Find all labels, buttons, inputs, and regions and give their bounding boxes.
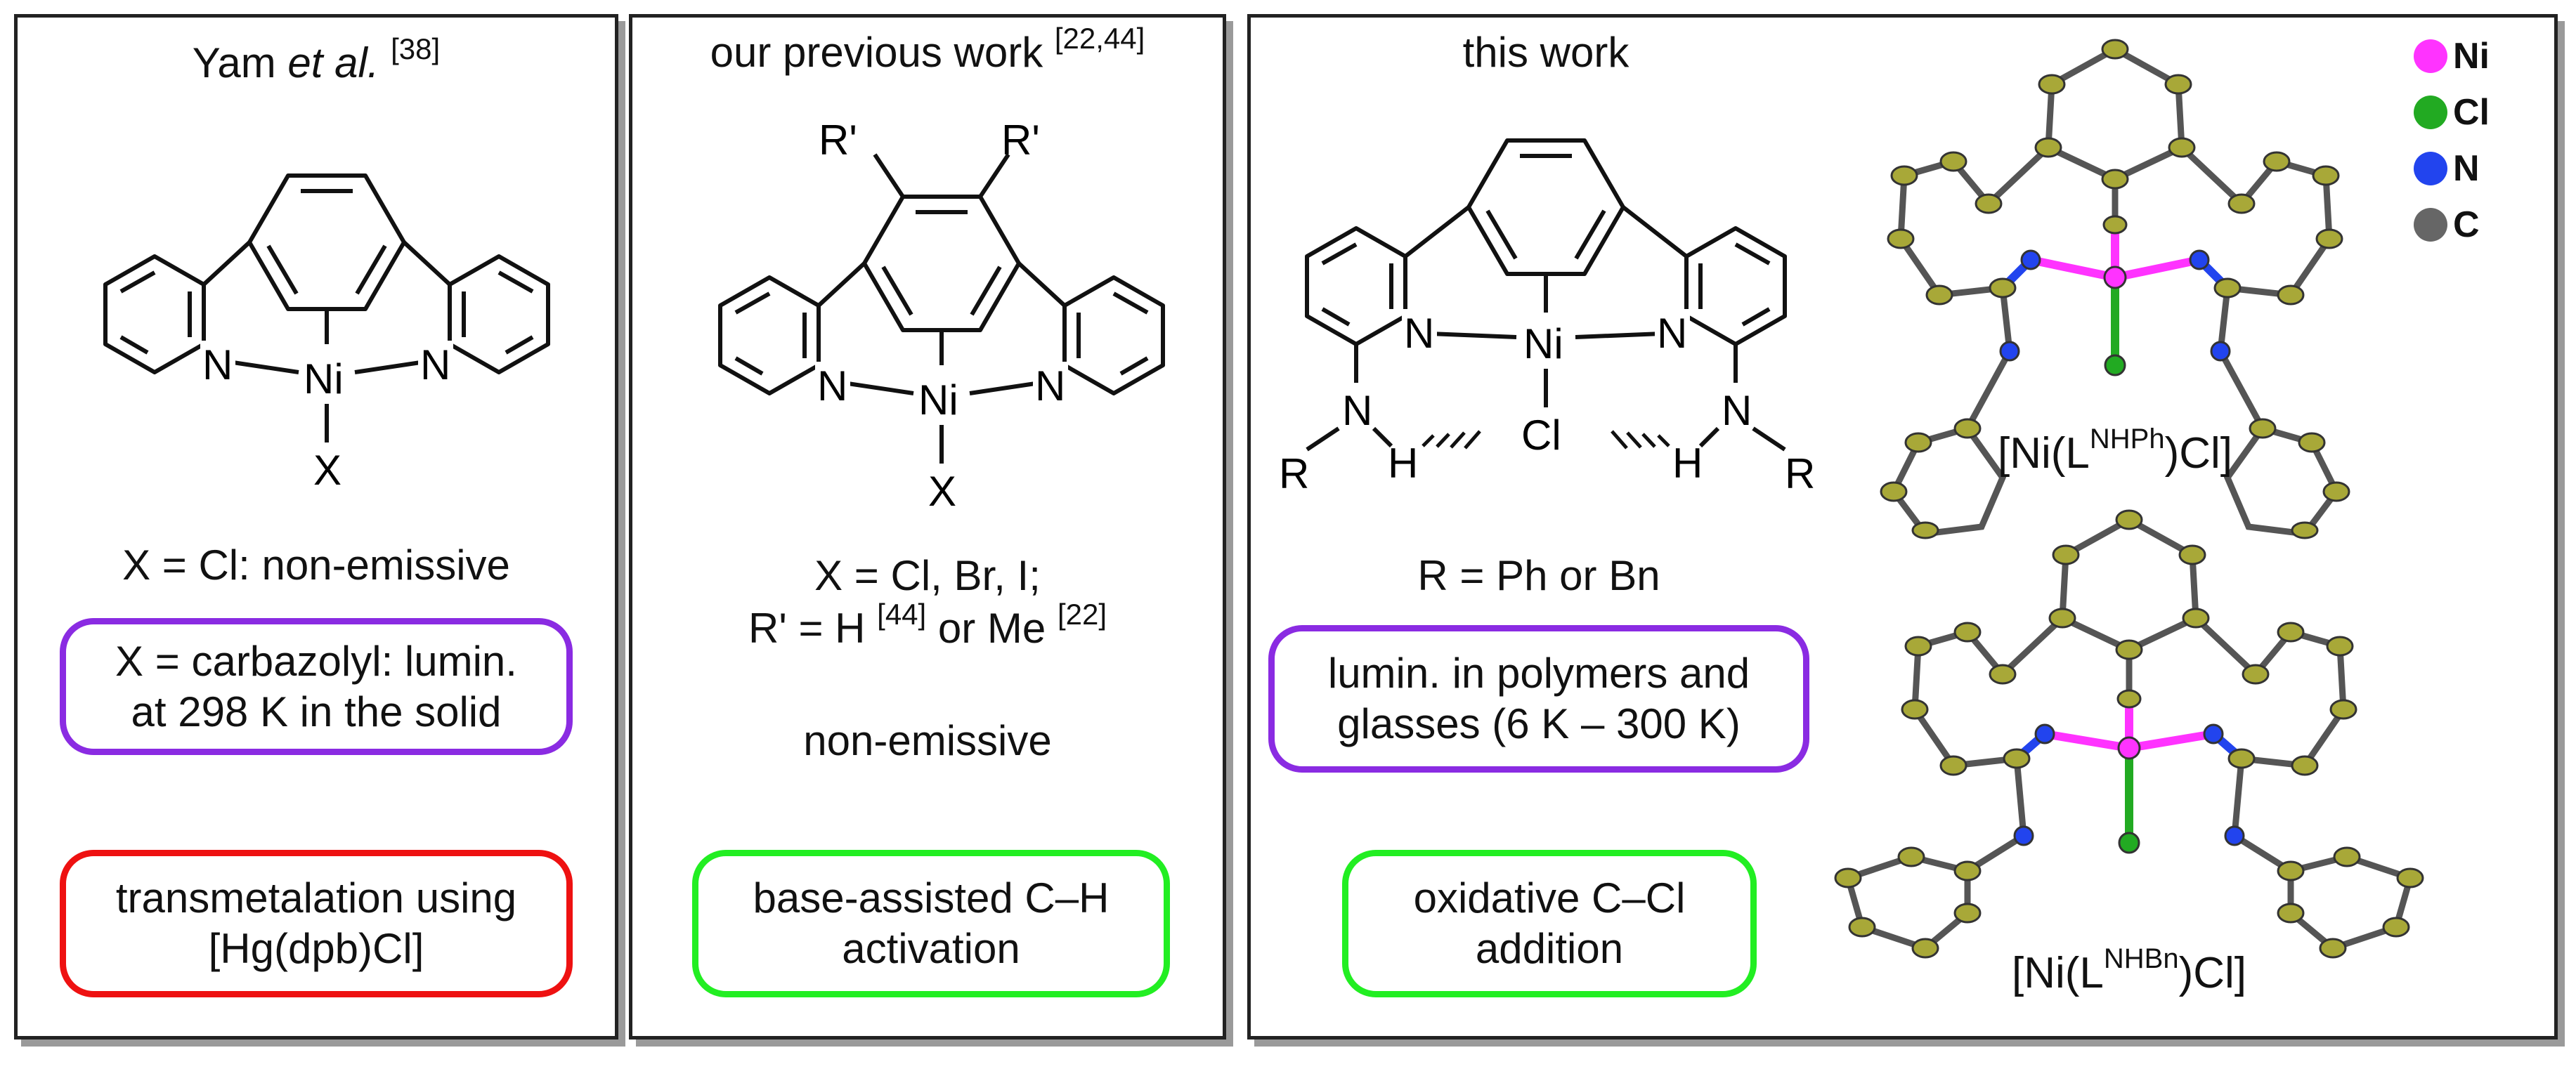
panel-previous-work <box>629 14 1226 1040</box>
atom-n-amine-left: N <box>1342 387 1372 434</box>
atom-r-left: R <box>1279 450 1309 497</box>
pill-line: [Hg(dpb)Cl] <box>208 925 424 972</box>
atom-ni: Ni <box>918 376 958 424</box>
crystal-label-nhph: [Ni(LNHPh)Cl] <box>1997 424 2233 478</box>
atom-r-right: R <box>1785 450 1815 497</box>
yam-luminescence-pill: X = carbazolyl: lumin.at 298 K in the so… <box>60 618 573 755</box>
panel-previous-caption-2: R' = H [44] or Me [22] <box>748 598 1107 652</box>
pill-line: glasses (6 K – 300 K) <box>1337 700 1741 747</box>
panel-this-work-title: this work <box>1462 29 1629 76</box>
atom-n-right: N <box>1035 362 1065 409</box>
pill-line: transmetalation using <box>115 874 517 922</box>
pill-line: base-assisted C–H <box>753 874 1110 922</box>
atom-r-prime-right: R' <box>1001 117 1040 164</box>
legend-label: Ni <box>2453 36 2490 77</box>
atom-n-right: N <box>1657 310 1687 357</box>
legend-label: Cl <box>2453 92 2490 133</box>
legend-item-cl: Cl <box>2414 91 2490 133</box>
panel-yam-caption: X = Cl: non-emissive <box>122 542 510 589</box>
panel-previous-note: non-emissive <box>803 717 1052 764</box>
atom-r-prime-left: R' <box>819 117 857 164</box>
legend-ball-ni <box>2414 39 2447 73</box>
atom-n-amine-right: N <box>1722 387 1752 434</box>
panel-previous-caption-1: X = Cl, Br, I; <box>814 552 1041 599</box>
atom-color-legend: Ni Cl N C <box>2414 35 2540 274</box>
legend-ball-n <box>2414 152 2447 185</box>
panel-previous-title: our previous work [22,44] <box>710 22 1145 77</box>
pill-line: lumin. in polymers and <box>1327 650 1750 697</box>
pill-line: activation <box>842 925 1020 972</box>
atom-n-left: N <box>1404 310 1434 357</box>
panel-yam-title: Yam et al. [38] <box>192 32 441 87</box>
panel-yam <box>14 14 618 1040</box>
panel-this-work-caption: R = Ph or Bn <box>1417 552 1660 599</box>
atom-cl: Cl <box>1521 412 1561 459</box>
crystal-structure-nhph <box>1880 39 2350 539</box>
previous-ni-complex-structure: R' R' N N Ni X <box>718 117 1165 515</box>
legend-item-n: N <box>2414 147 2480 190</box>
legend-label: N <box>2453 148 2480 189</box>
crystal-label-nhbn: [Ni(LNHBn)Cl] <box>2011 943 2247 997</box>
atom-x: X <box>928 468 956 515</box>
yam-method-pill: transmetalation using[Hg(dpb)Cl] <box>60 850 573 997</box>
legend-item-ni: Ni <box>2414 35 2490 77</box>
yam-ni-complex-structure: N N Ni X <box>103 173 550 494</box>
crystal-structure-nhbn <box>1834 509 2424 959</box>
atom-ni: Ni <box>1523 320 1563 367</box>
atom-ni: Ni <box>304 355 344 402</box>
legend-ball-c <box>2414 208 2447 242</box>
atom-n-left: N <box>202 341 233 388</box>
legend-item-c: C <box>2414 204 2480 246</box>
legend-label: C <box>2453 204 2480 245</box>
atom-h-left: H <box>1388 440 1418 487</box>
atom-x: X <box>313 447 341 494</box>
pill-line: at 298 K in the solid <box>131 688 502 735</box>
pill-line: X = carbazolyl: lumin. <box>115 637 517 685</box>
atom-n-left: N <box>817 362 847 409</box>
pill-line: oxidative C–Cl <box>1413 874 1686 922</box>
legend-ball-cl <box>2414 96 2447 129</box>
this-work-ni-complex-structure: N N Ni Cl N N H H R R <box>1279 138 1815 497</box>
atom-h-right: H <box>1672 440 1703 487</box>
atom-n-right: N <box>420 341 450 388</box>
pill-line: addition <box>1475 925 1624 972</box>
